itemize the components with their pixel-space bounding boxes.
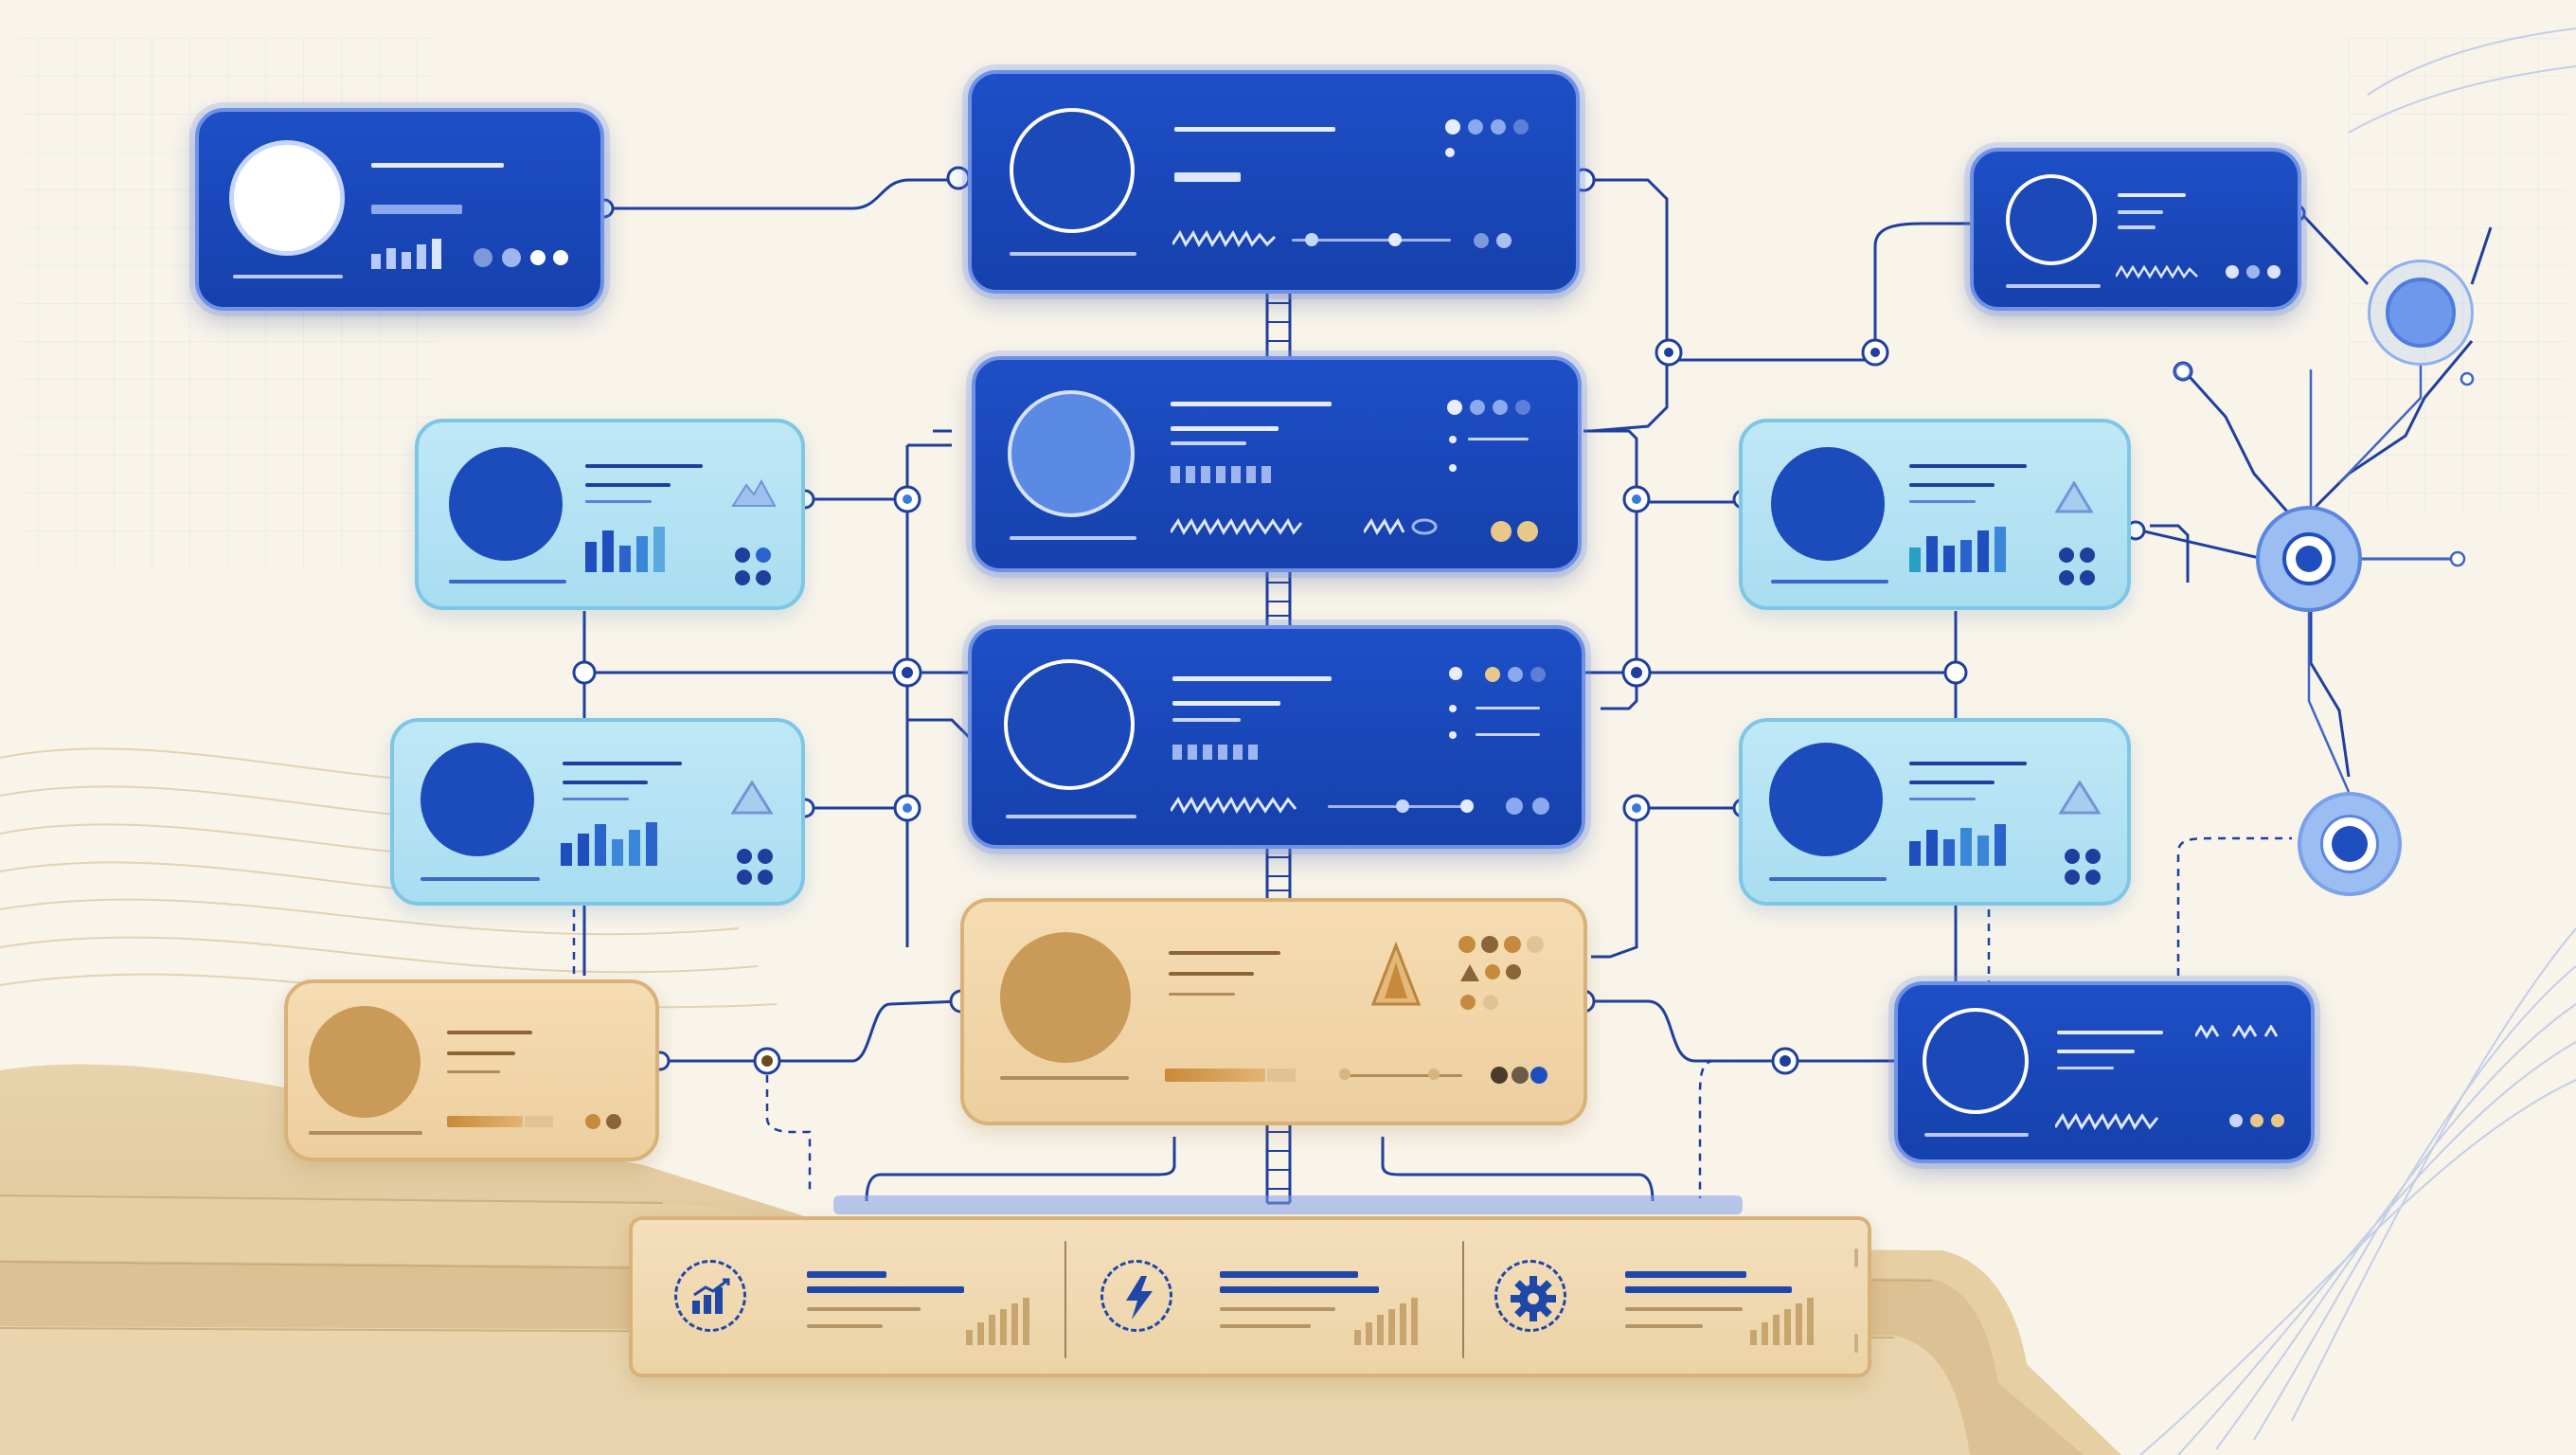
- bar-chart-icon: [1909, 527, 2006, 572]
- card-top-left[interactable]: [195, 108, 604, 311]
- avatar: [1010, 108, 1135, 233]
- avatar: [1769, 743, 1883, 856]
- card-center-2[interactable]: [972, 356, 1582, 572]
- growth-chart-icon[interactable]: [674, 1260, 746, 1332]
- bar-chart-icon: [1909, 824, 2006, 866]
- avatar: [309, 1006, 420, 1118]
- avatar: [1000, 932, 1131, 1063]
- card-sand-left[interactable]: [284, 979, 659, 1161]
- triangle-icon: [2059, 781, 2101, 815]
- bar-chart-icon: [585, 527, 665, 572]
- bar-chart-icon: [561, 822, 657, 866]
- small-warning-icon: [1460, 964, 1479, 981]
- mountain-icon: [731, 478, 777, 507]
- card-center-3[interactable]: [968, 625, 1585, 849]
- panel-divider: [1462, 1241, 1464, 1358]
- lightning-icon[interactable]: [1100, 1260, 1172, 1332]
- card-top-right[interactable]: [1970, 148, 2301, 311]
- bottom-summary-panel[interactable]: [629, 1216, 1871, 1377]
- card-top-center[interactable]: [968, 70, 1580, 294]
- mini-bar-chart: [1750, 1298, 1814, 1345]
- mini-bar-chart: [1354, 1298, 1418, 1345]
- card-sand-center[interactable]: [960, 898, 1587, 1125]
- card-mid-left-1[interactable]: [415, 419, 805, 610]
- mini-bar-chart: [966, 1298, 1029, 1345]
- avatar: [1004, 659, 1135, 790]
- wave-squiggle: [1172, 230, 1277, 247]
- avatar: [1923, 1008, 2029, 1114]
- warning-icon: [1370, 942, 1422, 1006]
- card-mid-left-2[interactable]: [390, 718, 805, 906]
- triangle-icon: [2055, 481, 2093, 513]
- avatar: [420, 743, 534, 856]
- avatar: [1771, 447, 1885, 561]
- hub-node-middle[interactable]: [2256, 506, 2362, 612]
- contour-lines-right: [2139, 27, 2576, 1455]
- avatar: [1008, 390, 1135, 517]
- card-mid-right-2[interactable]: [1739, 718, 2131, 906]
- triangle-icon: [731, 781, 773, 815]
- hub-node-bottom[interactable]: [2298, 792, 2402, 896]
- gear-icon[interactable]: [1494, 1260, 1566, 1332]
- avatar: [449, 447, 563, 561]
- hub-node-top[interactable]: [2368, 260, 2474, 366]
- avatar: [229, 140, 345, 256]
- card-mid-right-1[interactable]: [1739, 419, 2131, 610]
- panel-divider: [1064, 1241, 1066, 1358]
- avatar: [2006, 174, 2097, 265]
- bar-chart-icon: [371, 239, 441, 269]
- card-bottom-right[interactable]: [1894, 981, 2315, 1163]
